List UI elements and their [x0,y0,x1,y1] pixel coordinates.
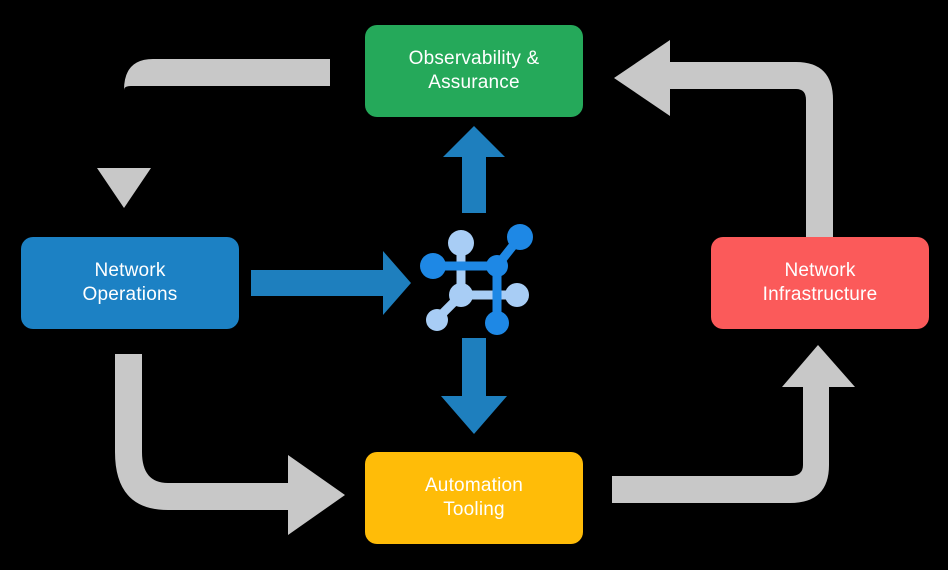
graph-node [505,283,529,307]
observability-to-operations-arrow [97,59,330,208]
node-observability-label: Observability & Assurance [408,47,540,93]
graph-node [507,224,533,250]
node-operations-label: Network Operations [82,259,178,305]
infrastructure-to-observability-arrow [614,40,833,237]
node-observability-assurance[interactable]: Observability & Assurance [365,25,583,117]
graph-node [485,311,509,335]
graph-node [449,283,473,307]
operations-to-automation-arrow [115,354,345,535]
operations-to-center-arrow [251,251,411,315]
node-network-operations[interactable]: Network Operations [21,237,239,329]
automation-to-infrastructure-arrow [612,345,855,503]
center-to-observability-arrow [443,126,505,213]
node-infrastructure-label: Network Infrastructure [762,259,878,305]
node-automation-label: Automation Tooling [424,474,524,520]
network-graph-icon [420,224,533,335]
graph-node [486,255,508,277]
node-network-infrastructure[interactable]: Network Infrastructure [711,237,929,329]
graph-node [448,230,474,256]
center-to-automation-arrow [441,338,507,434]
node-automation-tooling[interactable]: Automation Tooling [365,452,583,544]
graph-node [426,309,448,331]
graph-node [420,253,446,279]
